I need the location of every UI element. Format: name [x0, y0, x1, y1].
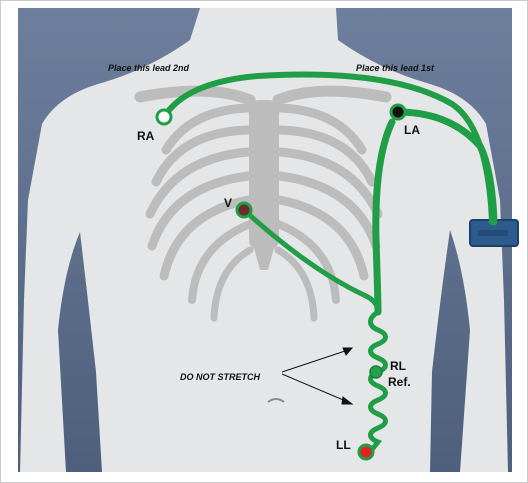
- electrode-rl: [370, 366, 382, 378]
- label-v: V: [224, 196, 232, 210]
- note-lead-2nd: Place this lead 2nd: [108, 63, 190, 73]
- label-la: LA: [404, 123, 420, 137]
- label-ra: RA: [137, 129, 155, 143]
- label-rl-ref: Ref.: [388, 375, 411, 389]
- note-do-not-stretch: DO NOT STRETCH: [180, 372, 260, 382]
- electrode-la: [391, 105, 405, 119]
- note-lead-1st: Place this lead 1st: [356, 63, 435, 73]
- electrode-v: [237, 203, 251, 217]
- electrode-ra: [157, 110, 171, 124]
- label-ll: LL: [336, 438, 351, 452]
- label-rl: RL: [390, 359, 406, 373]
- electrode-ll: [359, 445, 373, 459]
